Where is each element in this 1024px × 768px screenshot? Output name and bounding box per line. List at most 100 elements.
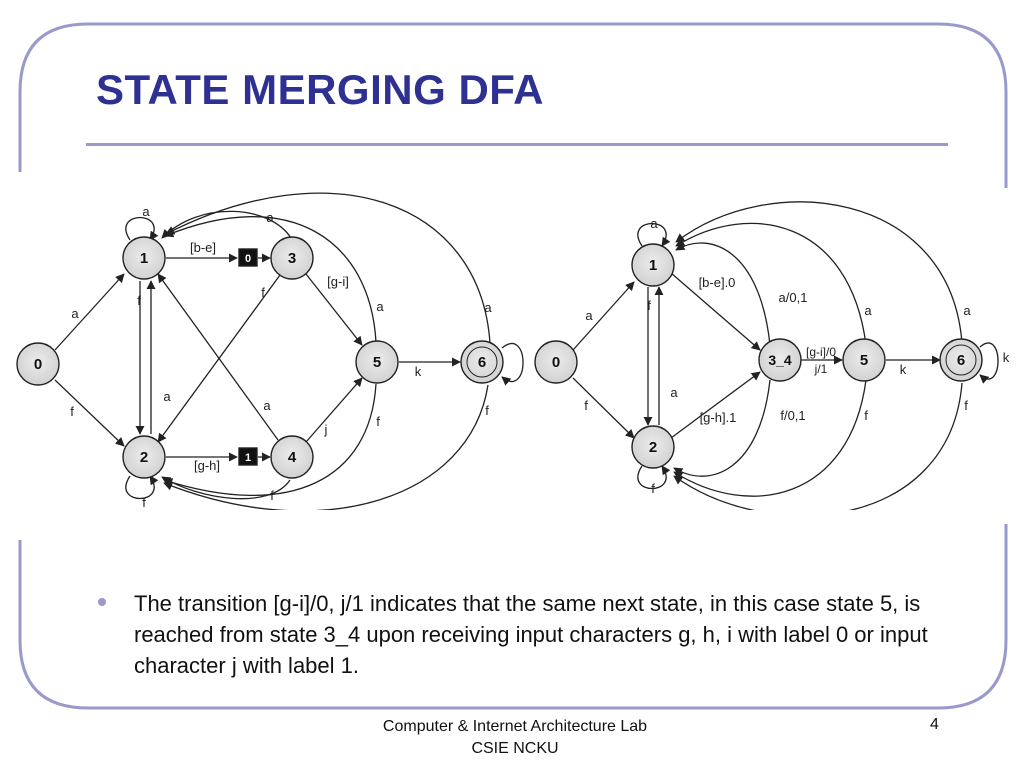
right-label-e12: f xyxy=(647,298,651,313)
left-state-6-inner xyxy=(466,346,498,378)
edge-4-5 xyxy=(305,377,363,443)
right-label-e52: f xyxy=(864,408,868,423)
r-edge-34-1 xyxy=(675,241,771,346)
left-label-e35: [g-i] xyxy=(327,274,349,289)
left-label-e24: [g-h] xyxy=(194,458,220,473)
loop-1 xyxy=(125,216,159,241)
left-label-e52: f xyxy=(376,414,380,429)
r-loop-1 xyxy=(637,222,671,247)
r-edge-2-34 xyxy=(670,371,761,439)
left-nodes xyxy=(16,236,504,479)
r-edge-0-1 xyxy=(572,281,635,351)
edge-3-5 xyxy=(305,273,363,346)
left-state-0 xyxy=(16,342,60,386)
left-state-1-label: 1 xyxy=(140,250,148,267)
left-label-e01: a xyxy=(71,306,79,321)
bullet-dot xyxy=(98,598,106,606)
r-loop-6 xyxy=(979,342,999,384)
left-dfa xyxy=(54,192,524,510)
left-label-e13: [b-e] xyxy=(190,240,216,255)
r-edge-34-2 xyxy=(673,379,771,477)
edge-5-2 xyxy=(163,383,377,496)
left-label-e61: a xyxy=(484,300,492,315)
r-edge-6-1 xyxy=(675,201,963,344)
edge-4-1 xyxy=(157,273,279,441)
left-box-1-label: 1 xyxy=(245,452,251,464)
slide-title: STATE MERGING DFA xyxy=(96,66,544,113)
r-edge-1-34 xyxy=(670,272,761,351)
title-underline xyxy=(86,143,948,146)
left-state-5-label: 5 xyxy=(373,354,381,371)
right-label-e62: f xyxy=(964,398,968,413)
left-node-labels: 0 1 2 3 4 5 6 0 1 xyxy=(34,250,486,466)
right-state-5 xyxy=(842,338,886,382)
left-state-0-label: 0 xyxy=(34,356,42,373)
left-label-e56: k xyxy=(415,364,422,379)
left-state-4 xyxy=(270,435,314,479)
page-number: 4 xyxy=(930,716,939,733)
loop-6 xyxy=(501,342,524,386)
edge-5-1 xyxy=(164,216,377,343)
r-edge-5-2 xyxy=(673,379,867,497)
left-state-2-label: 2 xyxy=(140,449,148,466)
edge-0-2 xyxy=(54,379,125,447)
footer: Computer & Internet Architecture Lab CSI… xyxy=(300,716,730,760)
footer-lab: Computer & Internet Architecture Lab xyxy=(382,718,648,735)
left-state-3-label: 3 xyxy=(288,250,296,267)
right-label-self-2: f xyxy=(651,481,655,496)
r-edge-0-2 xyxy=(572,377,635,439)
right-label-e21: a xyxy=(670,385,678,400)
bullet-text: The transition [g-i]/0, j/1 indicates th… xyxy=(134,591,928,678)
left-label-e32: f xyxy=(261,285,265,300)
left-edge-labels: a f a f [b-e] [g-h] f a f a [g-i] j k a … xyxy=(70,204,492,510)
right-state-6-label: 6 xyxy=(957,352,965,369)
edge-3-1 xyxy=(161,210,292,239)
left-state-1 xyxy=(122,236,166,280)
right-state-1 xyxy=(631,243,675,287)
footer-dept: CSIE NCKU xyxy=(471,740,559,757)
left-box-0-label: 0 xyxy=(245,253,251,265)
right-state-5-label: 5 xyxy=(860,352,868,369)
left-label-self-2: f xyxy=(142,495,146,510)
left-label-e02: f xyxy=(70,404,74,419)
right-node-labels: 0 1 2 3_4 5 6 xyxy=(552,257,965,456)
bullet-item: The transition [g-i]/0, j/1 indicates th… xyxy=(98,588,948,681)
edge-6-1 xyxy=(165,192,491,344)
right-state-6-inner xyxy=(945,344,977,376)
left-state-2 xyxy=(122,435,166,479)
right-label-e2-34: [g-h].1 xyxy=(700,410,737,425)
left-label-e45: j xyxy=(324,422,328,437)
right-edge-labels: a f k a f f a [b-e].0 [g-h].1 a/0,1 f/0,… xyxy=(584,216,1010,496)
right-label-e56: k xyxy=(900,362,907,377)
right-state-2-label: 2 xyxy=(649,439,657,456)
r-loop-2 xyxy=(637,465,671,490)
right-label-e34-1: a/0,1 xyxy=(779,290,808,305)
loop-2 xyxy=(125,475,159,500)
left-label-e62: f xyxy=(485,403,489,418)
r-edge-6-2 xyxy=(673,382,963,510)
right-label-e34-5-bot: j/1 xyxy=(814,362,828,376)
right-label-e34-2: f/0,1 xyxy=(780,408,805,423)
right-label-e01: a xyxy=(585,308,593,323)
left-state-6-label: 6 xyxy=(478,354,486,371)
right-label-e34-5-top: [g-i]/0 xyxy=(806,345,836,359)
r-edge-5-1 xyxy=(675,222,867,346)
right-label-self-6: k xyxy=(1003,350,1010,365)
right-state-0 xyxy=(534,340,578,384)
left-box-1 xyxy=(238,447,258,466)
left-label-self-1: a xyxy=(142,204,150,219)
left-label-e12: f xyxy=(137,293,141,308)
right-state-0-label: 0 xyxy=(552,354,560,371)
left-state-3 xyxy=(270,236,314,280)
left-label-e21: a xyxy=(163,389,171,404)
right-label-e61: a xyxy=(963,303,971,318)
right-label-e51: a xyxy=(864,303,872,318)
right-dfa xyxy=(572,201,999,510)
left-label-e31: a xyxy=(266,210,274,225)
right-state-1-label: 1 xyxy=(649,257,657,274)
edge-6-2 xyxy=(163,384,489,510)
right-state-3_4 xyxy=(758,338,802,382)
left-box-0 xyxy=(238,248,258,267)
left-label-e41: a xyxy=(263,398,271,413)
